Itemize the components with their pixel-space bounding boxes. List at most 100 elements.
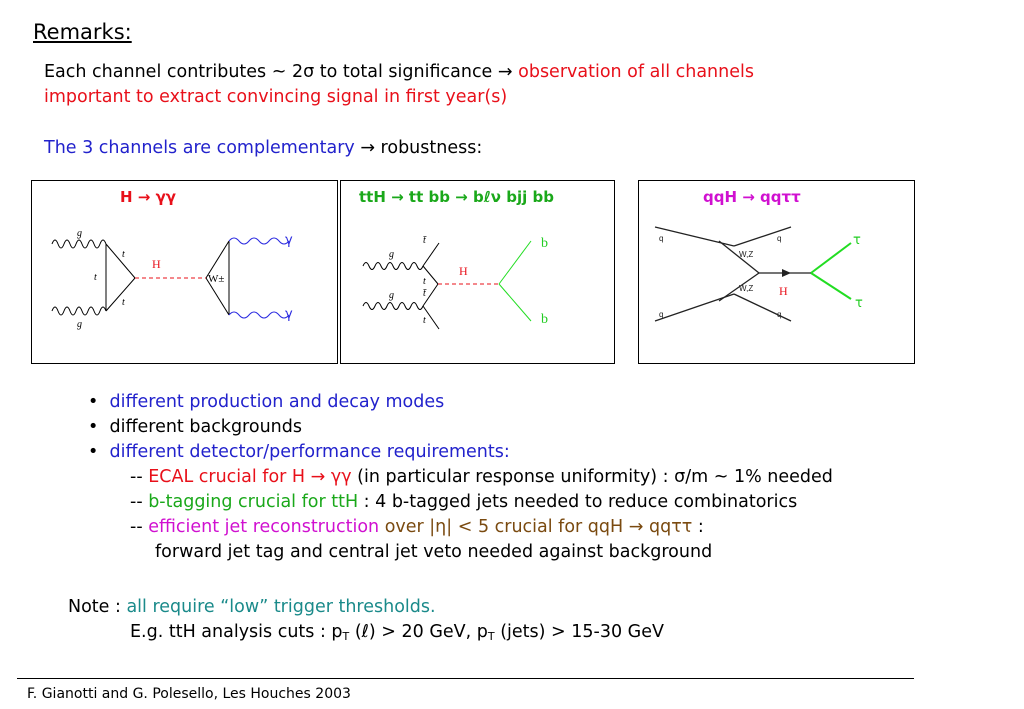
quark-line-t-bottom: [422, 305, 440, 330]
sub-item-jet-reco: -- efficient jet reconstruction over |η|…: [130, 517, 704, 537]
label-tbar-top: t̄: [423, 235, 427, 246]
tau-line-bottom: [810, 272, 852, 300]
sub-item-ecal: -- ECAL crucial for H → γγ (in particula…: [130, 467, 833, 487]
sub-dash: --: [130, 467, 149, 487]
feynman-diagram: g g t t t H W± γ γ: [51, 228, 293, 330]
label-gamma-top: γ: [285, 233, 293, 248]
sub-dash: --: [130, 492, 149, 512]
bullet-dot: •: [88, 442, 99, 462]
sub-item-btagging: -- b-tagging crucial for ttH : 4 b-tagge…: [130, 492, 797, 512]
gluon-line-top: [362, 262, 424, 270]
bullet-item: • different backgrounds: [88, 417, 302, 437]
w-loop-upper: [205, 240, 230, 279]
tau-line-top: [810, 242, 852, 274]
note-example-text: E.g. ttH analysis cuts : p: [130, 622, 343, 642]
bullet-item: • different detector/performance require…: [88, 442, 510, 462]
label-b-bottom: b: [541, 312, 548, 327]
label-q-tl: q: [659, 234, 663, 243]
footer-divider: [17, 678, 914, 679]
higgs-arrow: [782, 269, 791, 277]
label-H: H: [152, 257, 161, 271]
label-q-br: q: [777, 310, 781, 319]
label-g-top: g: [77, 228, 82, 239]
sub-text: : 4 b-tagged jets needed to reduce combi…: [358, 492, 798, 512]
quark-line-t-top: [422, 265, 439, 285]
gluon-line-bottom: [51, 306, 107, 316]
feynman-diagram: q q q q W,Z W,Z H τ τ: [654, 226, 863, 322]
note-example: E.g. ttH analysis cuts : pT (ℓ) > 20 GeV…: [130, 622, 664, 643]
bullet-text: different production and decay modes: [109, 392, 445, 412]
label-tau-top: τ: [853, 233, 861, 248]
panel-title: ttH → tt bb → bℓν bjj bb: [359, 188, 554, 206]
note-example-text: (jets) > 15-30 GeV: [494, 622, 664, 642]
label-g-bottom: g: [389, 290, 394, 301]
photon-line-top: [228, 237, 290, 245]
wz-line-top: [718, 240, 760, 274]
note-highlight: all require “low” trigger thresholds.: [126, 597, 436, 617]
label-wz-top: W,Z: [739, 250, 753, 259]
intro-line-2: important to extract convincing signal i…: [44, 87, 508, 107]
diagram-panel-qqh: qqH → qqττ q q q q W,Z W,Z H τ τ: [638, 180, 915, 364]
label-t-mid: t: [94, 272, 97, 283]
bullet-item: • different production and decay modes: [88, 392, 444, 412]
diagram-panel-h-gamma-gamma: H → γγ g g t t t H W± γ γ: [31, 180, 338, 364]
top-quark-line-upper: [105, 243, 136, 279]
label-b-top: b: [541, 236, 548, 251]
bullet-text: different backgrounds: [109, 417, 302, 437]
label-t-bottom: t: [423, 315, 426, 326]
label-H: H: [459, 264, 468, 278]
panel-title: H → γγ: [120, 188, 177, 206]
label-g-top: g: [389, 249, 394, 260]
label-t-top: t: [122, 249, 125, 260]
quark-line-top-out: [733, 226, 792, 247]
sub-text: (in particular response uniformity) : σ/…: [351, 467, 833, 487]
label-tbar-bottom: t̄: [423, 288, 427, 299]
wz-line-bottom: [718, 272, 760, 302]
complementary-text: → robustness:: [360, 138, 483, 158]
footer-credit: F. Gianotti and G. Polesello, Les Houche…: [27, 686, 351, 702]
label-wz-bottom: W,Z: [739, 284, 753, 293]
panel-title: qqH → qqττ: [703, 188, 801, 206]
gluon-line-top: [51, 239, 107, 249]
intro-highlight: observation of all channels: [518, 62, 754, 82]
sub-highlight: b-tagging crucial for ttH: [148, 492, 359, 512]
intro-line-1: Each channel contributes ~ 2σ to total s…: [44, 62, 754, 82]
note-line: Note : all require “low” trigger thresho…: [68, 597, 436, 617]
sub-item-jet-reco-line2: forward jet tag and central jet veto nee…: [155, 542, 713, 562]
label-q-bl: q: [659, 310, 663, 319]
label-q-tr: q: [777, 234, 781, 243]
feynman-diagram: g g t̄ t t̄ t H b b: [362, 235, 548, 330]
bullet-dot: •: [88, 417, 99, 437]
sub-highlight: efficient jet reconstruction: [148, 517, 380, 537]
note-example-text: (ℓ) > 20 GeV, p: [349, 622, 488, 642]
photon-line-bottom: [228, 311, 290, 319]
w-loop-lower: [205, 277, 230, 316]
diagram-panel-tth: ttH → tt bb → bℓν bjj bb g g t̄ t t̄ t H…: [340, 180, 615, 364]
top-quark-line-lower: [105, 277, 136, 312]
subscript: T: [342, 630, 350, 643]
b-line-top: [498, 240, 532, 285]
bullet-dot: •: [88, 392, 99, 412]
quark-line-bottom-out: [733, 293, 792, 322]
sub-highlight-2: over |η| < 5 crucial for qqH → qqττ: [379, 517, 693, 537]
complementary-line: The 3 channels are complementary → robus…: [44, 138, 482, 158]
label-t-top: t: [423, 276, 426, 287]
quark-line-tbar-top: [422, 242, 440, 267]
bullet-text: different detector/performance requireme…: [109, 442, 510, 462]
gluon-line-bottom: [362, 302, 424, 310]
intro-text: Each channel contributes ~ 2σ to total s…: [44, 62, 519, 82]
label-H: H: [779, 284, 788, 298]
label-W: W±: [208, 273, 224, 285]
sub-highlight: ECAL crucial for H → γγ: [148, 467, 352, 487]
b-line-bottom: [498, 283, 532, 322]
subscript: T: [487, 630, 495, 643]
label-t-bottom: t: [122, 297, 125, 308]
label-tau-bottom: τ: [855, 296, 863, 311]
page-title: Remarks:: [33, 20, 132, 44]
note-label: Note :: [68, 597, 127, 617]
complementary-highlight: The 3 channels are complementary: [44, 138, 361, 158]
sub-dash: --: [130, 517, 149, 537]
label-g-bottom: g: [77, 319, 82, 330]
label-gamma-bottom: γ: [285, 307, 293, 322]
quark-line-bottom-in: [654, 293, 735, 322]
